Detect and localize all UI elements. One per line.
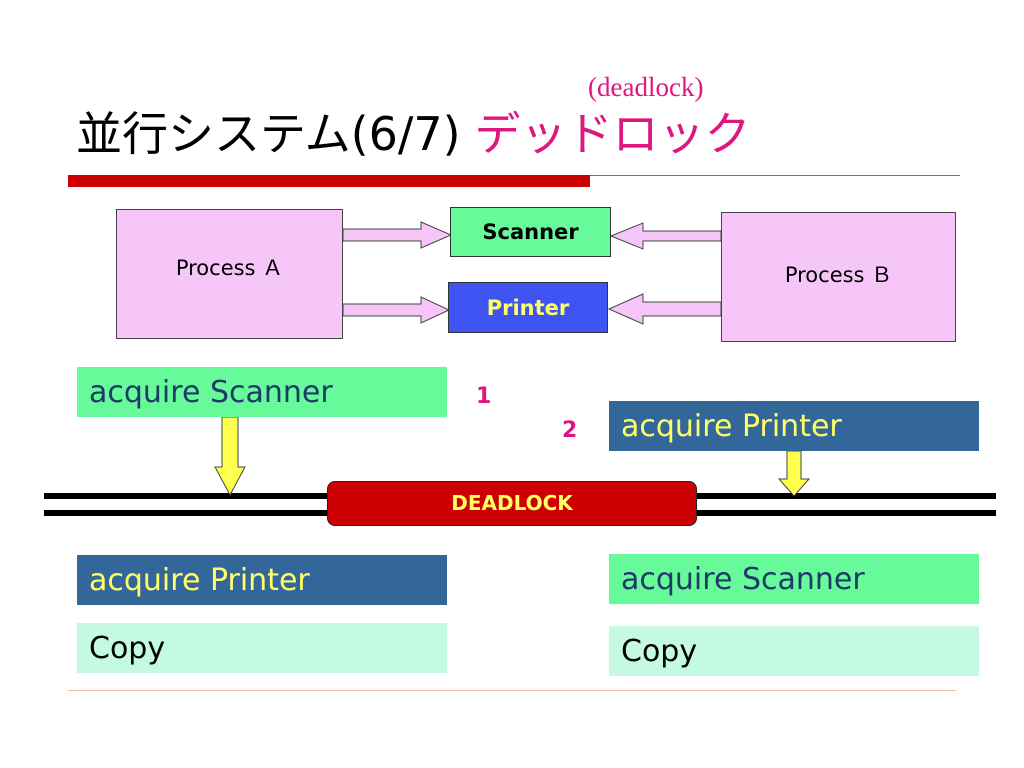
title-main: 並行システム(6/7) bbox=[76, 107, 461, 161]
step-label: acquire Scanner bbox=[621, 561, 865, 597]
scanner-label: Scanner bbox=[482, 220, 579, 244]
arrow-b-to-printer bbox=[607, 293, 722, 325]
process-a-step-1: acquire Scanner bbox=[77, 367, 447, 417]
process-a-label: Process Ａ bbox=[175, 256, 284, 280]
scanner-resource: Scanner bbox=[450, 207, 611, 257]
slide-title: 並行システム(6/7)デッドロック bbox=[76, 104, 751, 164]
deadlock-badge: DEADLOCK bbox=[327, 481, 697, 526]
step-label: acquire Printer bbox=[89, 562, 310, 598]
process-b-box: Process Ｂ bbox=[721, 212, 956, 342]
step-label: acquire Scanner bbox=[89, 374, 333, 410]
subtitle-english: (deadlock) bbox=[588, 72, 704, 102]
track-line-top-right bbox=[696, 493, 996, 499]
track-line-top-left bbox=[44, 493, 328, 499]
title-accent: デッドロック bbox=[474, 107, 751, 161]
process-b-step-2: acquire Scanner bbox=[609, 554, 979, 604]
process-b-step-1: acquire Printer bbox=[609, 401, 979, 451]
track-line-bottom-left bbox=[44, 510, 328, 516]
printer-resource: Printer bbox=[448, 282, 608, 333]
process-a-step-3: Copy bbox=[77, 623, 447, 673]
process-a-box: Process Ａ bbox=[116, 209, 343, 339]
process-b-step-3: Copy bbox=[609, 626, 979, 676]
order-number-2: 2 bbox=[562, 418, 578, 443]
arrow-a-to-printer bbox=[342, 296, 451, 324]
track-line-bottom-right bbox=[696, 510, 996, 516]
arrow-down-b bbox=[777, 450, 811, 497]
arrow-b-to-scanner bbox=[609, 222, 722, 250]
title-underline-thick bbox=[68, 175, 590, 187]
step-label: Copy bbox=[89, 630, 166, 666]
printer-label: Printer bbox=[486, 295, 570, 320]
arrow-down-a bbox=[214, 416, 246, 497]
step-label: acquire Printer bbox=[621, 408, 842, 444]
order-number-1: 1 bbox=[476, 384, 492, 409]
footer-rule bbox=[68, 690, 956, 691]
arrow-a-to-scanner bbox=[342, 221, 453, 249]
step-label: Copy bbox=[621, 633, 698, 669]
process-a-step-2: acquire Printer bbox=[77, 555, 447, 605]
deadlock-label: DEADLOCK bbox=[451, 490, 573, 515]
process-b-label: Process Ｂ bbox=[784, 263, 893, 287]
